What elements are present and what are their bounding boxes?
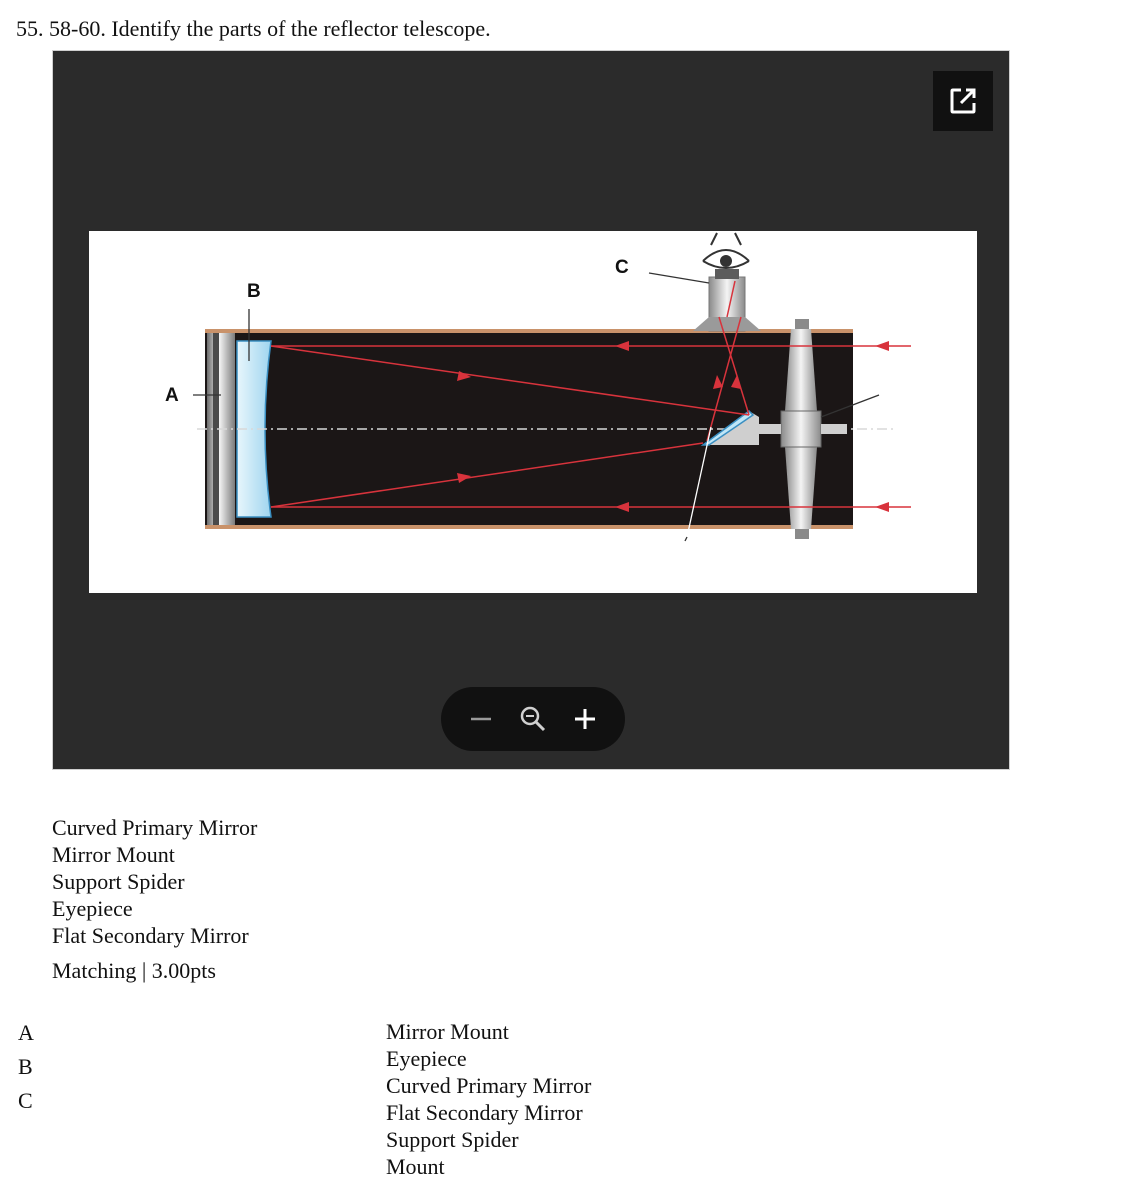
diagram-label-b: B bbox=[247, 281, 261, 302]
minus-icon bbox=[471, 717, 491, 721]
answer-choice-item[interactable]: Curved Primary Mirror bbox=[386, 1073, 592, 1098]
curved-primary-mirror bbox=[236, 340, 272, 518]
zoom-reset-button[interactable] bbox=[513, 699, 553, 739]
question-title: 55. 58-60. Identify the parts of the ref… bbox=[16, 16, 491, 41]
option-list: Curved Primary Mirror Mirror Mount Suppo… bbox=[52, 814, 257, 949]
zoom-in-button[interactable] bbox=[565, 699, 605, 739]
answer-choice-item[interactable]: Mount bbox=[386, 1154, 445, 1179]
answer-choices: Mirror Mount Eyepiece Curved Primary Mir… bbox=[386, 1018, 591, 1180]
option-item: Eyepiece bbox=[52, 896, 133, 921]
telescope-diagram: A B C bbox=[89, 231, 977, 593]
support-spider bbox=[759, 319, 847, 539]
light-rays bbox=[270, 280, 911, 508]
zoom-controls bbox=[441, 687, 625, 751]
diagram-label-a: A bbox=[165, 385, 179, 406]
match-letter-b: B bbox=[18, 1054, 33, 1079]
eye-sketch bbox=[702, 232, 750, 269]
option-item: Flat Secondary Mirror bbox=[52, 923, 249, 948]
open-in-new-window-icon bbox=[950, 88, 976, 114]
option-item: Mirror Mount bbox=[52, 842, 175, 867]
answer-choice-item[interactable]: Mirror Mount bbox=[386, 1019, 509, 1044]
leader-lines bbox=[193, 272, 880, 542]
points-label: Matching | 3.00pts bbox=[52, 958, 216, 983]
match-letter-c: C bbox=[18, 1088, 33, 1113]
eyepiece bbox=[693, 269, 761, 332]
option-item: Support Spider bbox=[52, 869, 185, 894]
popout-button[interactable] bbox=[933, 71, 993, 131]
option-item: Curved Primary Mirror bbox=[52, 815, 258, 840]
magnifier-icon bbox=[520, 706, 546, 732]
image-viewer: A B C bbox=[52, 50, 1010, 770]
diagram-label-c: C bbox=[615, 257, 629, 278]
plus-icon bbox=[575, 709, 595, 729]
match-letter-a: A bbox=[18, 1020, 34, 1045]
telescope-diagram-svg: A B C bbox=[165, 232, 911, 542]
ray-arrows bbox=[457, 341, 889, 512]
answer-choice-item[interactable]: Support Spider bbox=[386, 1127, 519, 1152]
match-letters: A B C bbox=[18, 1018, 34, 1120]
answer-choice-item[interactable]: Flat Secondary Mirror bbox=[386, 1100, 583, 1125]
zoom-out-button[interactable] bbox=[461, 699, 501, 739]
answer-choice-item[interactable]: Eyepiece bbox=[386, 1046, 467, 1071]
